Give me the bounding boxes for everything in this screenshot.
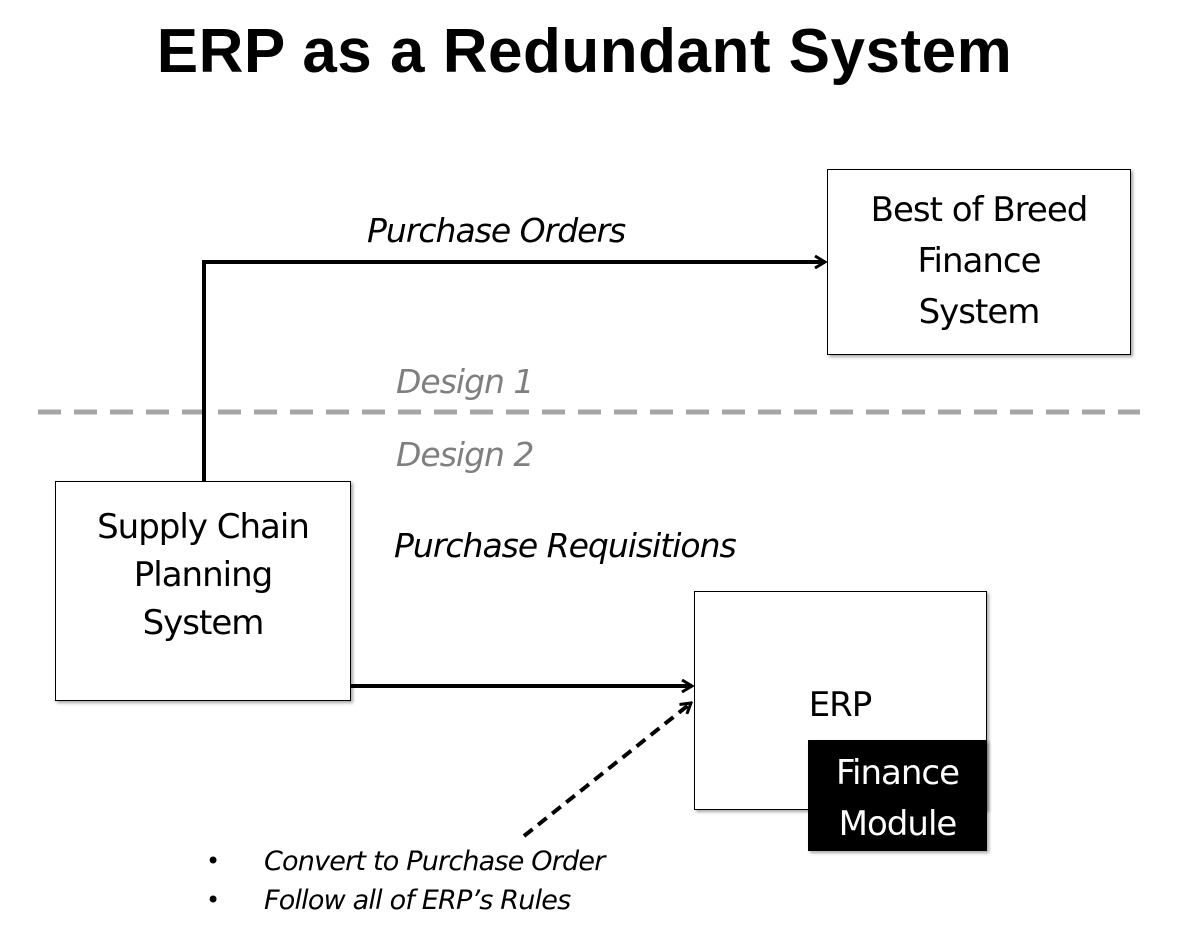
- note-text: Follow all of ERP’s Rules: [264, 885, 571, 916]
- supply-chain-planning-box: Supply Chain Planning System: [55, 481, 351, 701]
- finance-module-line-1: Finance: [835, 753, 960, 793]
- supply-chain-line-1: Supply Chain: [97, 507, 310, 547]
- finance-module-line-2: Module: [838, 804, 958, 844]
- slide-title: ERP as a Redundant System: [156, 17, 1013, 86]
- best-of-breed-finance-box: Best of Breed Finance System: [827, 169, 1131, 355]
- conversion-dashed-arrow: [522, 703, 691, 838]
- best-of-breed-line-2: Finance: [917, 241, 1041, 281]
- supply-chain-label: Supply Chain Planning System: [56, 503, 350, 647]
- conversion-notes: • Convert to Purchase Order • Follow all…: [206, 842, 605, 920]
- purchase-requisitions-label: Purchase Requisitions: [394, 526, 737, 565]
- note-item: • Follow all of ERP’s Rules: [206, 881, 605, 920]
- note-text: Convert to Purchase Order: [264, 846, 605, 877]
- best-of-breed-label: Best of Breed Finance System: [828, 185, 1130, 338]
- bullet-icon: •: [206, 847, 220, 875]
- design-1-label: Design 1: [396, 362, 534, 401]
- note-item: • Convert to Purchase Order: [206, 842, 605, 881]
- best-of-breed-line-1: Best of Breed: [870, 190, 1089, 230]
- supply-chain-line-3: System: [142, 603, 265, 643]
- bullet-icon: •: [206, 886, 220, 914]
- purchase-orders-label: Purchase Orders: [367, 211, 626, 250]
- erp-label: ERP: [808, 685, 873, 725]
- design-2-label: Design 2: [396, 435, 534, 474]
- purchase-orders-arrow: [202, 262, 825, 481]
- best-of-breed-line-3: System: [918, 292, 1041, 332]
- finance-module-box: Finance Module: [808, 740, 987, 851]
- supply-chain-line-2: Planning: [133, 555, 273, 595]
